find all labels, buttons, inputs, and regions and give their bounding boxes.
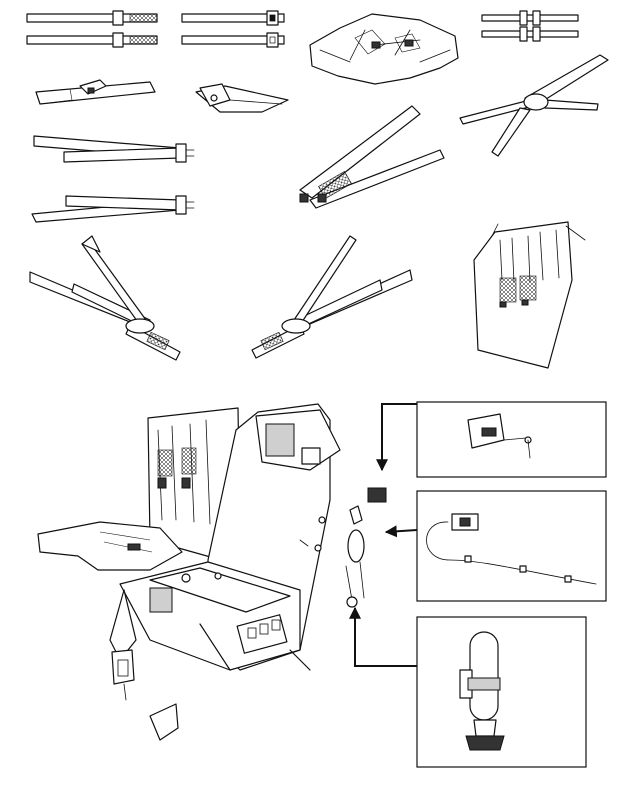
leg-strap-upper	[33, 135, 195, 163]
callout-box-middle	[416, 490, 607, 602]
ejection-handle	[111, 649, 135, 701]
short-straps-pair	[481, 10, 579, 42]
seat-cushion	[37, 521, 183, 571]
frame-valve-components	[299, 487, 387, 608]
strap-second-left	[26, 32, 158, 48]
callout-box-bottom	[416, 616, 587, 768]
buckle-detail-left	[35, 79, 156, 105]
callout-leaders	[349, 403, 418, 667]
ejection-seat-main	[37, 403, 387, 741]
strap-top-right	[181, 10, 285, 26]
strap-top-left	[26, 10, 158, 26]
callout-box-top	[416, 401, 607, 478]
y-harness-left	[29, 235, 181, 361]
straps-with-buckles-group	[26, 10, 285, 48]
lower-bracket	[149, 703, 179, 741]
seat-frame	[109, 403, 341, 671]
back-pad-with-harness	[473, 221, 586, 369]
strap-second-right	[181, 32, 285, 48]
riser-harness-assembly	[299, 105, 445, 209]
leg-strap-lower	[31, 195, 195, 223]
cross-harness	[459, 54, 609, 157]
seat-cushion-pack	[309, 13, 459, 85]
buckle-detail-right	[195, 83, 289, 113]
y-harness-right	[251, 235, 413, 359]
